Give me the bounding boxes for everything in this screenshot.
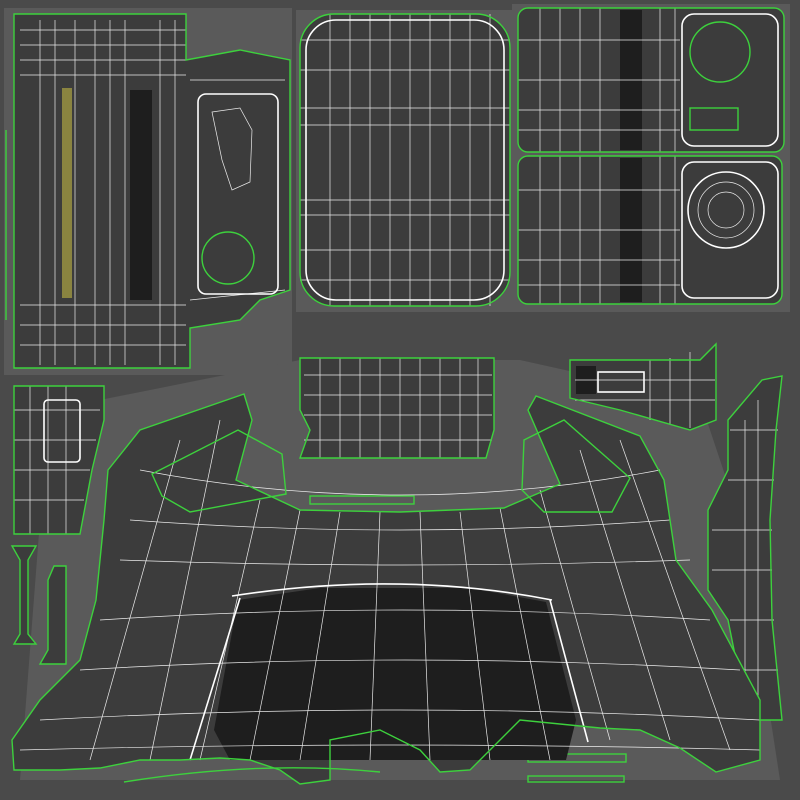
island-middle-right-panel bbox=[517, 155, 783, 305]
island-right-pillar bbox=[707, 375, 783, 721]
island-left-side-panel bbox=[13, 385, 105, 535]
island-center-seat-strip bbox=[299, 357, 495, 505]
island-rounded-roof-panel bbox=[299, 13, 511, 307]
island-top-right-panel bbox=[517, 7, 785, 153]
island-left-door-panel bbox=[5, 13, 291, 369]
island-small-strips bbox=[10, 545, 627, 783]
island-main-floor-panel bbox=[11, 393, 761, 785]
island-top-right-bracket bbox=[569, 342, 717, 431]
